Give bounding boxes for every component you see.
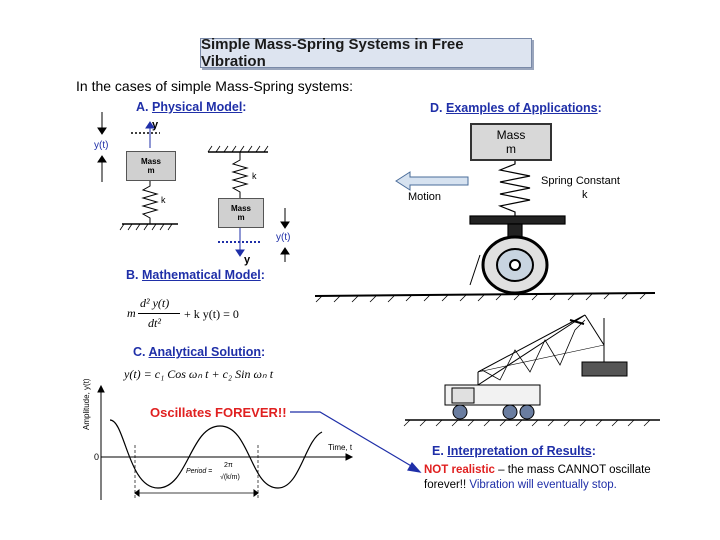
result-vibration-text: Vibration will eventually stop. (469, 479, 617, 491)
equation-rest: + k y(t) = 0 (184, 307, 239, 321)
motion-arrow (395, 171, 469, 191)
period-numerator: 2π (224, 462, 233, 469)
section-d-heading: D. Examples of Applications: (430, 101, 602, 115)
pointer-arrow (290, 411, 422, 473)
app-mass-label: Mass (496, 128, 526, 142)
model2-y-label: y (244, 254, 251, 266)
period-denominator: √(k/m) (220, 474, 240, 481)
equation-denominator: dt² (148, 316, 161, 330)
intro-text: In the cases of simple Mass-Spring syste… (76, 78, 353, 94)
section-a-colon: : (242, 100, 247, 114)
result-line-2: forever!! Vibration will eventually stop… (424, 479, 617, 491)
crane-drawing (403, 314, 660, 427)
app-mass-block: Mass m (470, 123, 552, 161)
model1-mass-label: Mass (140, 157, 161, 166)
model1-mass-block: Mass m (126, 151, 176, 181)
not-realistic-text: NOT realistic (424, 464, 495, 476)
vibration-plot (97, 384, 354, 500)
suspension-drawing (314, 158, 656, 303)
model2-mass-block: Mass m (218, 198, 264, 228)
model1-k-label: k (161, 195, 166, 205)
section-a-letter: A. (136, 100, 149, 114)
section-e-colon: : (591, 444, 596, 458)
model2-k-label: k (252, 171, 257, 181)
model2-mass-label: Mass (230, 204, 251, 213)
model2-yt-label: y(t) (276, 232, 291, 243)
section-b-colon: : (260, 268, 265, 282)
section-b-heading: B. Mathematical Model: (126, 268, 265, 282)
result-forever-text: forever!! (424, 479, 467, 491)
period-label: Period = (186, 468, 213, 475)
model1-yt-label: y(t) (94, 140, 109, 151)
equation-m: m (127, 306, 136, 320)
section-c-label: Analytical Solution (148, 345, 262, 359)
app-mass-m: m (506, 142, 516, 156)
plot-ylabel: Amplitude, y(t) (82, 378, 91, 430)
plot-xlabel: Time, t (328, 443, 353, 452)
slide-title: Simple Mass-Spring Systems in Free Vibra… (200, 36, 532, 70)
section-b-label: Mathematical Model (141, 268, 261, 282)
section-c-heading: C. Analytical Solution: (133, 345, 265, 359)
model1-y-label: y (152, 119, 159, 131)
spring-constant-label: Spring Constant (541, 175, 620, 187)
equation-numerator: d² y(t) (140, 296, 170, 310)
section-a-label: Physical Model (151, 100, 243, 114)
model1-y-arrow (145, 121, 155, 148)
section-e-heading: E. Interpretation of Results: (432, 444, 596, 458)
oscillates-forever-text: Oscillates FOREVER!! (150, 405, 287, 420)
equation-fraction-bar (138, 313, 180, 314)
section-c-colon: : (261, 345, 266, 359)
section-e-label: Interpretation of Results (447, 444, 592, 458)
section-d-letter: D. (430, 101, 443, 115)
section-a-heading: A. Physical Model: (136, 100, 246, 114)
solution-equation: y(t) = c₁ Cos ωₙ t + c₂ Sin ωₙ t (124, 367, 274, 381)
spring-constant-k: k (582, 189, 588, 201)
plot-zero: 0 (94, 452, 100, 462)
result-line-1: NOT realistic – the mass CANNOT oscillat… (424, 464, 651, 476)
model1-drawing (97, 112, 178, 231)
section-e-letter: E. (432, 444, 444, 458)
model2-drawing (207, 145, 290, 262)
section-b-letter: B. (126, 268, 139, 282)
model2-mass-m: m (237, 213, 245, 222)
motion-label: Motion (408, 191, 442, 203)
section-d-label: Examples of Applications (445, 101, 598, 115)
section-d-colon: : (597, 101, 602, 115)
model1-mass-m: m (147, 166, 155, 175)
result-dash-text: – the mass CANNOT oscillate (498, 464, 651, 476)
section-c-letter: C. (133, 345, 146, 359)
